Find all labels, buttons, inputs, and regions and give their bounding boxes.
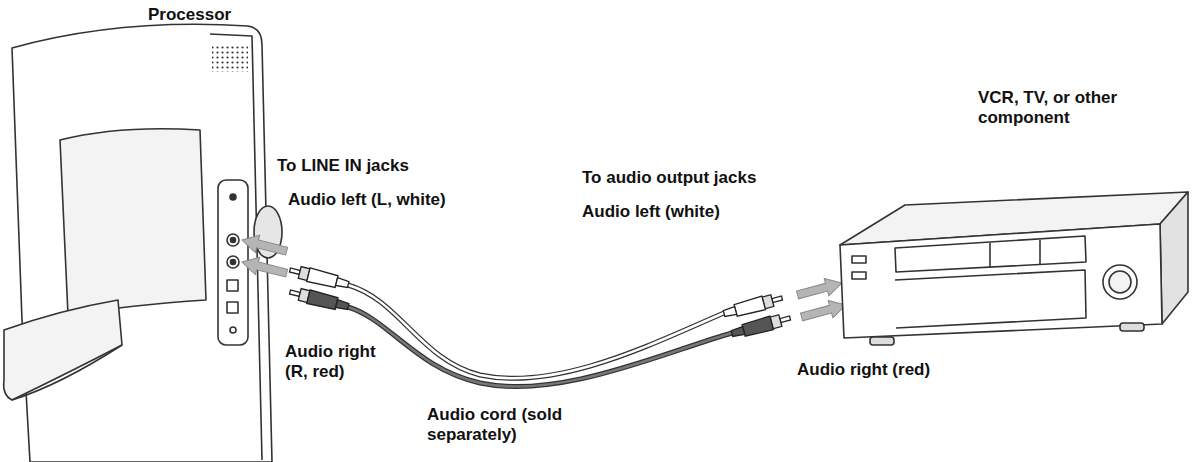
insert-arrow: [799, 296, 848, 325]
panel-divider: [989, 243, 991, 267]
front-button: [852, 272, 866, 279]
panel-port: [227, 280, 238, 291]
processor-body: [12, 24, 272, 462]
plug-label: Audio right (R, red): [285, 342, 397, 383]
line-in-jack-left: [227, 234, 239, 246]
processor-unit: [4, 24, 282, 462]
connection-note: To LINE IN jacks: [277, 156, 409, 176]
knob-cap: [1109, 271, 1131, 293]
plug-label: Audio left (white): [582, 202, 720, 222]
plug-red-right: [730, 311, 792, 340]
plug-white-left: [288, 263, 350, 291]
component-front: [840, 224, 1162, 338]
component-foot: [870, 337, 894, 345]
rca-plugs: [288, 263, 792, 340]
plug-red-left: [288, 285, 350, 313]
jack-hole: [231, 238, 236, 243]
cord-outline: [348, 285, 724, 378]
side-panel: [60, 129, 206, 315]
line-in-jack-right: [227, 256, 239, 268]
cord-white: [348, 285, 724, 378]
front-button: [852, 256, 866, 263]
audio-cord: [348, 285, 732, 387]
plug-label: Audio left (L, white): [288, 190, 446, 210]
front-panel-lower: [895, 270, 1086, 328]
insert-arrows: [240, 231, 289, 282]
insert-arrows: [795, 274, 848, 325]
panel-dot: [230, 327, 236, 333]
av-component: [840, 192, 1188, 345]
speaker-grille: [212, 44, 248, 72]
panel-divider: [1039, 240, 1041, 264]
panel-port: [227, 302, 238, 313]
cable-label: Audio cord (sold separately): [427, 405, 597, 446]
volume-knob: [1103, 265, 1137, 299]
insert-arrow: [795, 274, 844, 303]
processor-tray: [4, 300, 122, 400]
cord-outline: [348, 307, 732, 387]
cord-red: [348, 307, 732, 387]
plug-label: Audio right (red): [797, 360, 930, 380]
tray-edge: [12, 345, 122, 400]
panel-dot: [230, 194, 236, 200]
device-name: Processor: [148, 5, 231, 25]
device-name: VCR, TV, or other component: [978, 88, 1178, 129]
front-panel: [895, 236, 1086, 272]
component-foot: [1120, 323, 1144, 331]
jack-hole: [231, 260, 236, 265]
component-side: [1160, 192, 1188, 324]
insert-arrow: [240, 231, 289, 260]
connection-note: To audio output jacks: [582, 168, 756, 188]
insert-arrow: [240, 253, 289, 282]
